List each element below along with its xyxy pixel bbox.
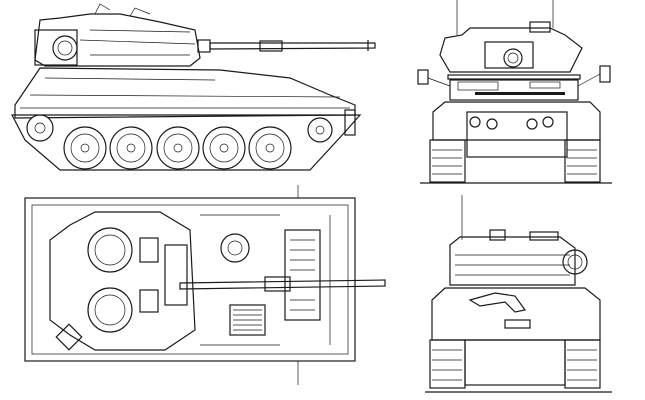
front-view: [417, 0, 612, 184]
top-view: [24, 185, 386, 385]
side-view: [11, 3, 376, 171]
rear-view: [425, 195, 612, 393]
drive-sprocket: [26, 114, 54, 142]
